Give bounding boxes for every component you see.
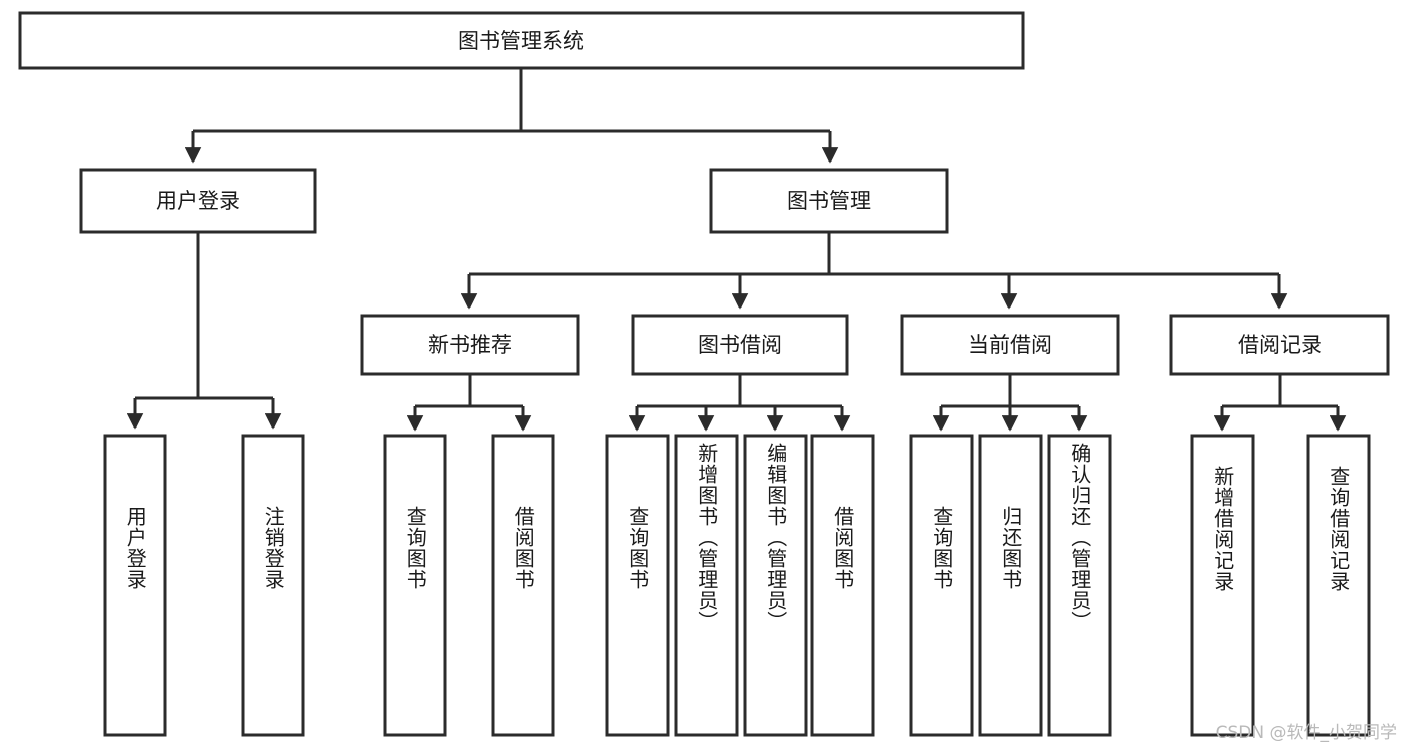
node-book-borrow[interactable]: 图书借阅 <box>631 314 849 376</box>
node-new-book-recommend-box <box>360 314 580 376</box>
edges-root-to-level2 <box>184 68 839 164</box>
node-book-manage[interactable]: 图书管理 <box>709 168 949 234</box>
node-borrow-record-box <box>1169 314 1390 376</box>
leaf-box-cb-2[interactable] <box>978 434 1043 737</box>
leaf-box-cb-3[interactable] <box>1047 434 1112 737</box>
node-borrow-record-label: 借阅记录 <box>1238 333 1322 357</box>
node-book-manage-label: 图书管理 <box>787 189 871 213</box>
node-user-login[interactable]: 用户登录 <box>79 168 317 234</box>
edges-new-book-recommend-to-leaves <box>406 374 532 432</box>
edges-current-borrow-to-leaves <box>932 374 1088 432</box>
leaf-box-nbr-2[interactable] <box>491 434 555 737</box>
leaf-box-nbr-1[interactable] <box>383 434 447 737</box>
node-root-label: 图书管理系统 <box>458 29 584 53</box>
node-root[interactable]: 图书管理系统 <box>18 11 1025 70</box>
node-user-login-label: 用户登录 <box>156 189 240 213</box>
leaf-box-bb-1[interactable] <box>605 434 670 737</box>
node-root-box <box>18 11 1025 70</box>
leaf-box-br-2[interactable] <box>1306 434 1371 737</box>
node-new-book-recommend-label: 新书推荐 <box>428 333 512 357</box>
edges-borrow-record-to-leaves <box>1213 374 1347 432</box>
node-new-book-recommend[interactable]: 新书推荐 <box>360 314 580 376</box>
edges-book-borrow-to-leaves <box>628 374 851 432</box>
edges-user-login-to-leaves <box>126 232 282 430</box>
leaf-box-bb-3[interactable] <box>743 434 808 737</box>
leaf-box-br-1[interactable] <box>1190 434 1255 737</box>
node-current-borrow-box <box>900 314 1120 376</box>
leaf-box-user-login-2[interactable] <box>241 434 305 737</box>
node-borrow-record[interactable]: 借阅记录 <box>1169 314 1390 376</box>
edges-book-manage-to-level3 <box>460 232 1288 310</box>
node-current-borrow[interactable]: 当前借阅 <box>900 314 1120 376</box>
leaf-box-cb-1[interactable] <box>909 434 974 737</box>
node-book-borrow-box <box>631 314 849 376</box>
leaf-box-bb-4[interactable] <box>810 434 875 737</box>
node-current-borrow-label: 当前借阅 <box>968 333 1052 357</box>
node-book-manage-box <box>709 168 949 234</box>
leaf-box-bb-2[interactable] <box>674 434 739 737</box>
leaf-box-user-login-1[interactable] <box>103 434 167 737</box>
node-book-borrow-label: 图书借阅 <box>698 333 782 357</box>
